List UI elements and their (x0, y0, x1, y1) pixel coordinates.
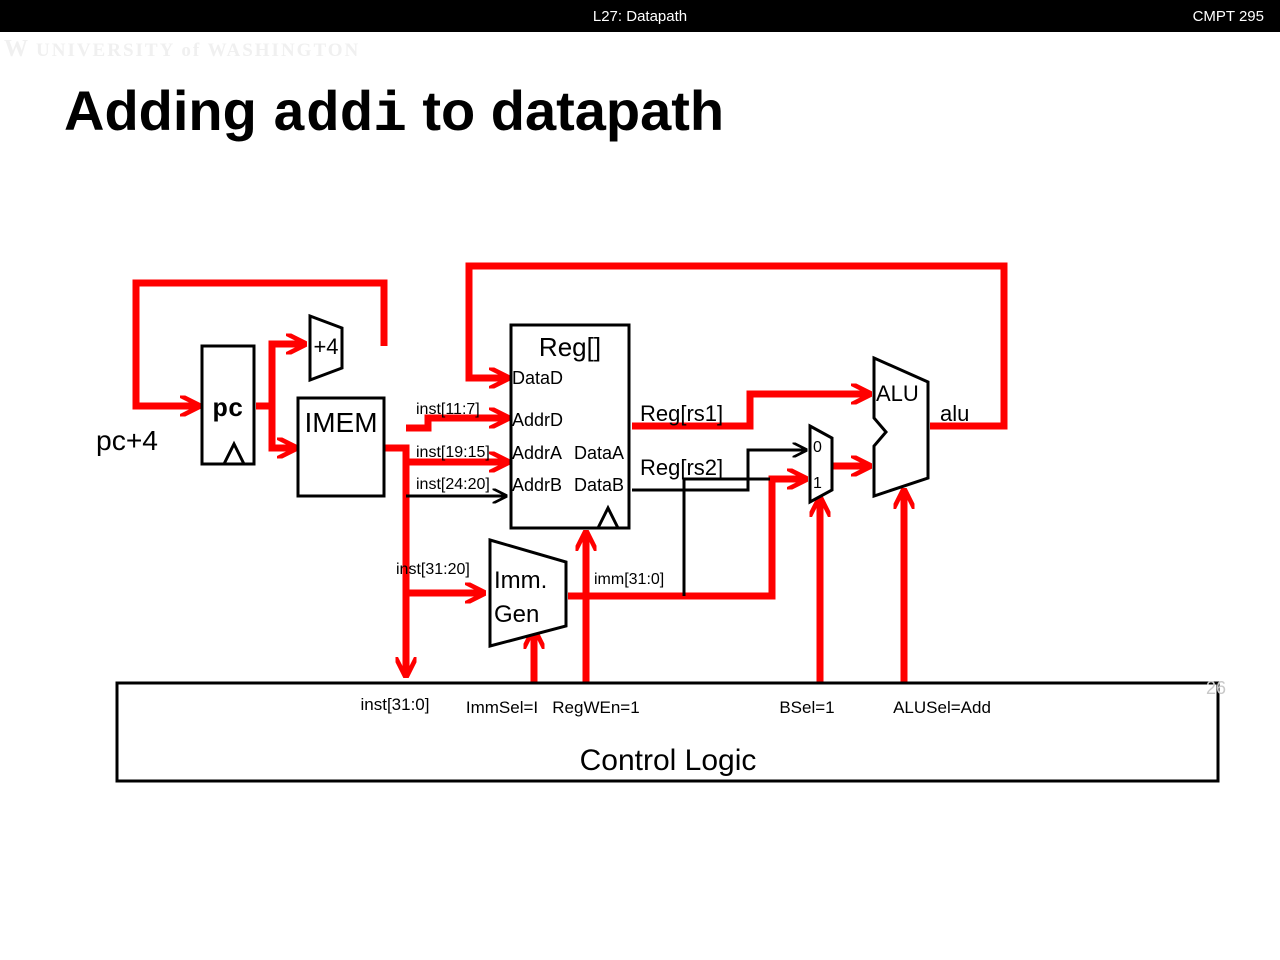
label-inst-11-7: inst[11:7] (416, 401, 480, 418)
alu-block (872, 355, 930, 499)
university-name: UNIVERSITY of WASHINGTON (36, 40, 361, 61)
label-imm: imm[31:0] (594, 571, 664, 588)
slide-title-post: to datapath (406, 79, 725, 142)
alu-label: ALU (876, 381, 919, 406)
uw-w-logo-icon: W (4, 36, 30, 62)
label-alusel: ALUSel=Add (893, 698, 991, 717)
wire-inst-11-7 (406, 418, 508, 432)
wire-rs2-to-mux (632, 450, 806, 492)
regfile-title: Reg[] (539, 332, 601, 362)
imem-block (296, 396, 386, 498)
university-watermark: W UNIVERSITY of WASHINGTON (4, 36, 360, 63)
pc-clock-triangle-icon (222, 440, 246, 465)
regfile-addrd: AddrD (512, 410, 563, 430)
wire-imm-to-mux (568, 479, 806, 600)
mux-input-0: 0 (813, 439, 822, 456)
pc-label: pc (212, 394, 243, 424)
mux-input-1: 1 (813, 475, 822, 492)
adder-label: +4 (313, 334, 338, 359)
label-bsel: BSel=1 (779, 698, 834, 717)
wire-pc-feedback (132, 279, 388, 406)
label-inst-31-20: inst[31:20] (396, 561, 470, 578)
label-inst-31-0: inst[31:0] (361, 695, 430, 714)
page-number: 26 (1206, 678, 1226, 698)
register-file (509, 323, 631, 530)
immgen-line2: Gen (494, 601, 539, 628)
b-mux (808, 423, 834, 505)
course-code: CMPT 295 (1192, 8, 1264, 25)
label-reg-rs2: Reg[rs2] (640, 455, 723, 480)
lecture-title: L27: Datapath (592, 8, 688, 25)
regfile-dataa: DataA (574, 443, 624, 463)
imem-label: IMEM (304, 407, 377, 438)
label-reg-rs1: Reg[rs1] (640, 401, 723, 426)
wire-inst-bus (384, 444, 406, 676)
pc-adder (308, 313, 344, 383)
control-logic-title: Control Logic (580, 744, 757, 777)
slide-title-pre: Adding (64, 79, 273, 142)
active-wires (132, 262, 1008, 682)
regfile-addrb: AddrB (512, 475, 562, 495)
wire-pc-to-imem (268, 406, 296, 448)
regfile-datad: DataD (512, 368, 563, 388)
wire-imm-branch (682, 477, 770, 596)
label-inst-24-20: inst[24:20] (416, 476, 490, 493)
pc-input-label: pc+4 (96, 425, 158, 456)
wire-pc-to-adder (256, 344, 305, 410)
slide-header-bar: L27: Datapath CMPT 295 (0, 0, 1280, 32)
immgen-line1: Imm. (494, 567, 547, 594)
wire-alu-writeback (465, 262, 1008, 430)
regfile-addra: AddrA (512, 443, 562, 463)
pc-register (200, 344, 256, 466)
control-logic-block (115, 681, 1220, 783)
slide-title: Adding addi to datapath (64, 78, 724, 147)
label-inst-19-15: inst[19:15] (416, 444, 490, 461)
label-regwen: RegWEn=1 (552, 698, 639, 717)
slide-title-code: addi (272, 83, 407, 147)
inactive-wires (406, 450, 806, 596)
label-immsel: ImmSel=I (466, 698, 538, 717)
label-alu-out: alu (940, 401, 969, 426)
imm-gen (488, 538, 568, 648)
regfile-clock-triangle-icon (596, 504, 620, 529)
regfile-datab: DataB (574, 475, 624, 495)
wire-rs1-to-alu (632, 394, 870, 430)
